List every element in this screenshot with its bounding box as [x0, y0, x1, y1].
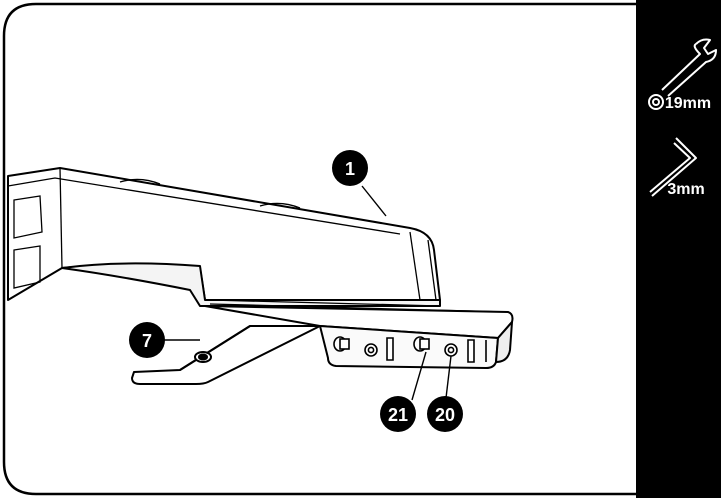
diagram-frame: [2, 2, 636, 496]
callout-label: 1: [345, 159, 355, 179]
bracket-plate: [204, 305, 514, 369]
callout-20: 20: [427, 396, 463, 432]
callout-label: 20: [435, 405, 455, 425]
leader-1: [361, 185, 387, 217]
leader-lines: [162, 185, 452, 401]
callout-label: 7: [142, 331, 152, 351]
hex-key-icon: [649, 137, 697, 197]
leader-20: [445, 355, 452, 399]
part-7-arm: [131, 325, 321, 385]
tool-label-19mm: 19mm: [665, 95, 711, 112]
callout-label: 21: [388, 405, 408, 425]
wrench-icon: [648, 38, 717, 110]
housing-part: [7, 167, 441, 307]
callout-21: 21: [380, 396, 416, 432]
tool-panel: [636, 0, 721, 498]
fasteners: [333, 336, 487, 363]
leader-21: [411, 351, 427, 401]
callout-7: 7: [129, 322, 165, 358]
callout-1: 1: [332, 150, 368, 186]
tool-label-3mm: 3mm: [667, 181, 704, 198]
